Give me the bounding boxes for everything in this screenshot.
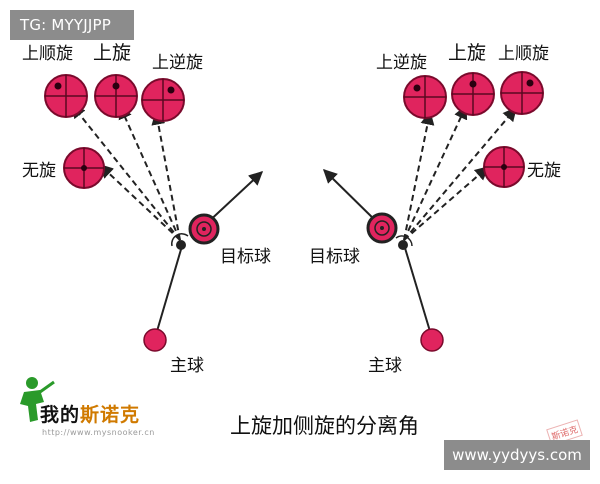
right-label-no-spin: 无旋 xyxy=(527,161,561,181)
left-cue-path xyxy=(154,245,183,339)
right-object-ball xyxy=(366,212,398,244)
right-ball-top-spin xyxy=(451,72,495,116)
logo-figure-icon xyxy=(20,377,55,422)
left-panel: 上顺旋 上旋 上逆旋 无旋 目标球 主球 xyxy=(22,42,271,376)
right-ball-no-spin xyxy=(483,146,525,188)
right-label-top-spin-heavy: 上顺旋 xyxy=(498,44,549,64)
left-object-ball xyxy=(188,213,220,245)
logo-url: http://www.mysnooker.cn xyxy=(42,428,155,437)
right-path-top-spin-heavy xyxy=(403,106,517,241)
left-path-top-spin xyxy=(118,104,181,241)
left-contact-arc xyxy=(171,233,189,247)
left-path-top-spin-heavy xyxy=(71,103,181,241)
right-path-no-spin xyxy=(403,166,490,241)
right-cue-ball xyxy=(420,328,444,352)
right-path-top-spin xyxy=(403,104,468,241)
telegram-watermark: TG: MYYJJPP xyxy=(10,10,134,40)
left-object-path xyxy=(204,171,264,226)
left-contact-point xyxy=(176,240,186,250)
left-path-no-spin xyxy=(98,164,181,241)
left-cue-ball xyxy=(143,328,167,352)
left-path-top-reverse xyxy=(151,110,181,241)
right-contact-arc xyxy=(395,235,413,247)
site-watermark: www.yydyys.com xyxy=(444,440,590,470)
logo-text-b: 斯诺克 xyxy=(80,404,141,426)
right-label-top-spin: 上旋 xyxy=(448,42,486,64)
left-ball-no-spin xyxy=(63,147,105,189)
right-label-cue-ball: 主球 xyxy=(368,356,402,376)
diagram-caption: 上旋加侧旋的分离角 xyxy=(230,414,419,438)
right-ball-top-reverse xyxy=(403,75,447,119)
right-label-object-ball: 目标球 xyxy=(309,247,360,267)
left-label-object-ball: 目标球 xyxy=(220,247,271,267)
right-label-top-reverse: 上逆旋 xyxy=(376,53,427,73)
logo-text: 我的斯诺克 xyxy=(40,400,140,427)
left-label-top-spin-heavy: 上顺旋 xyxy=(22,44,73,64)
left-label-cue-ball: 主球 xyxy=(170,356,204,376)
logo-text-a: 我的 xyxy=(40,404,81,426)
left-label-top-reverse: 上逆旋 xyxy=(152,53,203,73)
right-object-path xyxy=(323,169,381,226)
left-ball-top-spin-heavy xyxy=(44,74,88,118)
left-ball-top-reverse xyxy=(141,78,185,122)
right-cue-path xyxy=(404,247,433,339)
left-label-no-spin: 无旋 xyxy=(22,161,56,181)
left-ball-top-spin xyxy=(94,74,138,118)
right-contact-point xyxy=(398,240,408,250)
right-path-top-reverse xyxy=(403,110,435,241)
right-panel: 上逆旋 上旋 上顺旋 无旋 目标球 主球 xyxy=(309,42,561,376)
left-label-top-spin: 上旋 xyxy=(93,42,131,64)
right-ball-top-spin-heavy xyxy=(500,71,544,115)
